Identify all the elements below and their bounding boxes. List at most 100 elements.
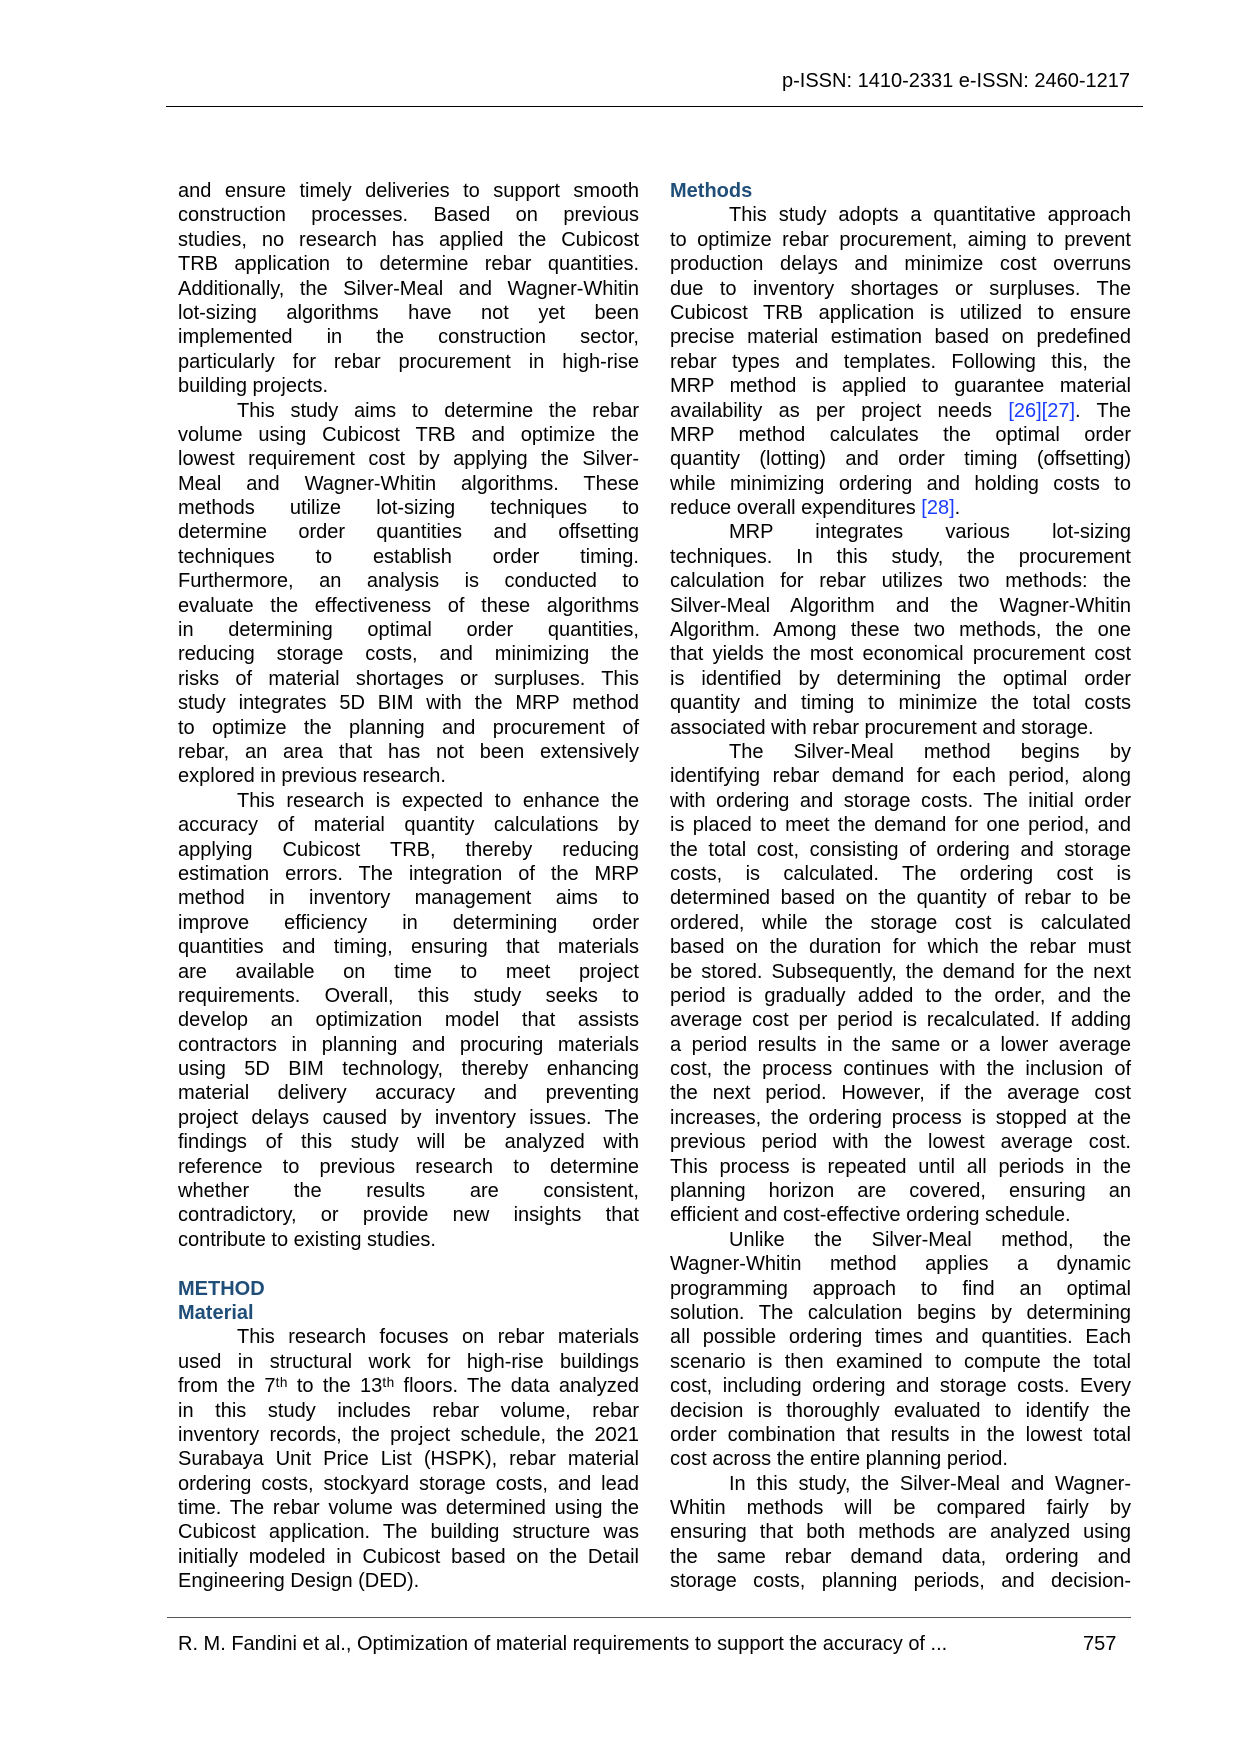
paragraph-line: Unlike the Silver-Meal method, the bbox=[729, 1228, 1131, 1251]
paragraph-line: the next period. However, if the average… bbox=[670, 1082, 1131, 1105]
paragraph-line: in this study includes rebar volume, reb… bbox=[178, 1399, 639, 1422]
paragraph-line: This research focuses on rebar materials bbox=[237, 1326, 639, 1349]
paragraph-line: explored in previous research. bbox=[178, 765, 446, 788]
paragraph-line: reference to previous research to determ… bbox=[178, 1155, 639, 1178]
paragraph-line: Meal and Wagner-Whitin algorithms. These bbox=[178, 472, 639, 495]
paragraph-line: building projects. bbox=[178, 375, 329, 398]
paragraph-line: This process is repeated until all perio… bbox=[670, 1155, 1131, 1178]
paragraph-line: efficient and cost-effective ordering sc… bbox=[670, 1204, 1071, 1227]
paragraph-line: used in structural work for high-rise bu… bbox=[178, 1350, 639, 1373]
section-heading: METHOD bbox=[178, 1277, 265, 1300]
paragraph-line: Wagner-Whitin method applies a dynamic bbox=[670, 1253, 1131, 1276]
paragraph-line: the total cost, consisting of ordering a… bbox=[670, 838, 1131, 861]
paragraph-line: improve efficiency in determining order bbox=[178, 911, 639, 934]
paragraph-line: This study aims to determine the rebar bbox=[237, 399, 639, 422]
paragraph-line: that yields the most economical procurem… bbox=[670, 643, 1131, 666]
paragraph-line: method in inventory management aims to bbox=[178, 887, 639, 910]
citation-link[interactable]: [26] bbox=[1008, 399, 1042, 422]
section-heading: Methods bbox=[670, 180, 753, 202]
paragraph-line: ensuring that both methods are analyzed … bbox=[670, 1521, 1131, 1544]
paragraph-line: findings of this study will be analyzed … bbox=[178, 1131, 639, 1154]
line-text: . The bbox=[1075, 399, 1131, 422]
paragraph-line: techniques to establish order timing. bbox=[178, 545, 639, 568]
line-text: availability as per project needs bbox=[670, 399, 1009, 422]
citation-link[interactable]: [28] bbox=[921, 497, 955, 520]
paragraph-line: and ensure timely deliveries to support … bbox=[178, 180, 639, 202]
paragraph-line: solution. The calculation begins by dete… bbox=[670, 1301, 1131, 1324]
paragraph-line: ordering costs, stockyard storage costs,… bbox=[178, 1472, 639, 1495]
paragraph-line: rebar types and templates. Following thi… bbox=[670, 350, 1131, 373]
paragraph-line: order combination that results in the lo… bbox=[670, 1423, 1131, 1446]
paragraph-line: construction processes. Based on previou… bbox=[178, 204, 639, 227]
paragraph-line: from the 7ᵗʰ to the 13ᵗʰ floors. The dat… bbox=[178, 1375, 639, 1398]
paragraph-line: MRP integrates various lot-sizing bbox=[729, 521, 1131, 544]
paragraph-line: is identified by determining the optimal… bbox=[670, 667, 1131, 690]
paragraph-line: previous period with the lowest average … bbox=[670, 1131, 1131, 1154]
journal-issn: p-ISSN: 1410-2331 e-ISSN: 2460-1217 bbox=[782, 70, 1130, 92]
paragraph-line: TRB application to determine rebar quant… bbox=[178, 253, 639, 276]
paragraph-line: planning horizon are covered, ensuring a… bbox=[670, 1180, 1131, 1203]
paragraph-line: Surabaya Unit Price List (HSPK), rebar m… bbox=[178, 1448, 639, 1471]
paragraph-line: This research is expected to enhance the bbox=[237, 789, 639, 812]
paragraph-line: methods utilize lot-sizing techniques to bbox=[178, 497, 639, 520]
paragraph-line: volume using Cubicost TRB and optimize t… bbox=[178, 423, 639, 446]
paragraph-line: associated with rebar procurement and st… bbox=[670, 716, 1094, 739]
paragraph-line: costs, is calculated. The ordering cost … bbox=[670, 862, 1131, 885]
paragraph-line: determine order quantities and offsettin… bbox=[178, 521, 639, 544]
paragraph-line: to optimize rebar procurement, aiming to… bbox=[670, 228, 1131, 251]
paragraph-line: using 5D BIM technology, thereby enhanci… bbox=[178, 1058, 639, 1081]
paragraph-line: programming approach to find an optimal bbox=[670, 1277, 1131, 1300]
paragraph-line: studies, no research has applied the Cub… bbox=[178, 228, 639, 251]
paragraph-line: techniques. In this study, the procureme… bbox=[670, 545, 1131, 568]
paragraph-line: Furthermore, an analysis is conducted to bbox=[178, 570, 639, 593]
paragraph-line: estimation errors. The integration of th… bbox=[178, 862, 639, 885]
paragraph-line: storage costs, planning periods, and dec… bbox=[670, 1570, 1131, 1593]
paragraph-line: precise material estimation based on pre… bbox=[670, 326, 1131, 349]
section-spacer bbox=[178, 1252, 639, 1276]
paragraph-line: study integrates 5D BIM with the MRP met… bbox=[178, 692, 639, 715]
paragraph-line: is placed to meet the demand for one per… bbox=[670, 814, 1131, 837]
paragraph-line: Silver-Meal Algorithm and the Wagner-Whi… bbox=[670, 594, 1131, 617]
citation-link[interactable]: [27] bbox=[1041, 399, 1076, 422]
line-text: reduce overall expenditures bbox=[670, 497, 922, 520]
paragraph-line: Engineering Design (DED). bbox=[178, 1570, 420, 1593]
paragraph-line: time. The rebar volume was determined us… bbox=[178, 1497, 639, 1520]
paragraph-line: Cubicost TRB application is utilized to … bbox=[670, 301, 1131, 324]
paragraph-line: period is gradually added to the order, … bbox=[670, 984, 1131, 1007]
paragraph-line: MRP method is applied to guarantee mater… bbox=[670, 375, 1131, 398]
paragraph-line: particularly for rebar procurement in hi… bbox=[178, 350, 639, 373]
paragraph-line: cost, the process continues with the inc… bbox=[670, 1058, 1131, 1081]
paragraph-line: develop an optimization model that assis… bbox=[178, 1009, 639, 1032]
paragraph-line: reducing storage costs, and minimizing t… bbox=[178, 643, 639, 666]
paragraph-line: identifying rebar demand for each period… bbox=[670, 765, 1131, 788]
left-column: and ensure timely deliveries to support … bbox=[178, 179, 639, 1594]
paragraph-line: quantity (lotting) and order timing (off… bbox=[670, 448, 1131, 471]
paragraph-line: Additionally, the Silver-Meal and Wagner… bbox=[178, 277, 639, 300]
paragraph-line: while minimizing ordering and holding co… bbox=[670, 472, 1131, 495]
footer-citation: R. M. Fandini et al., Optimization of ma… bbox=[178, 1633, 948, 1655]
paragraph-line: This study adopts a quantitative approac… bbox=[729, 204, 1131, 227]
paragraph-line: applying Cubicost TRB, thereby reducing bbox=[178, 838, 639, 861]
paragraph-line: contradictory, or provide new insights t… bbox=[178, 1204, 639, 1227]
paragraph-line: based on the duration for which the reba… bbox=[670, 936, 1131, 959]
header-rule bbox=[166, 106, 1143, 107]
paragraph-line: in determining optimal order quantities, bbox=[178, 619, 639, 642]
paragraph-line: production delays and minimize cost over… bbox=[670, 253, 1131, 276]
paragraph-line: cost across the entire planning period. bbox=[670, 1448, 1008, 1471]
paragraph-line: evaluate the effectiveness of these algo… bbox=[178, 594, 639, 617]
paragraph-line: In this study, the Silver-Meal and Wagne… bbox=[729, 1472, 1131, 1495]
paragraph-line: all possible ordering times and quantiti… bbox=[670, 1326, 1131, 1349]
paragraph-line: ordered, while the storage cost is calcu… bbox=[670, 911, 1131, 934]
paragraph-line: implemented in the construction sector, bbox=[178, 326, 639, 349]
paragraph-line: increases, the ordering process is stopp… bbox=[670, 1106, 1131, 1129]
paragraph-line: quantity and timing to minimize the tota… bbox=[670, 692, 1131, 715]
paragraph-line: contribute to existing studies. bbox=[178, 1228, 436, 1251]
footer-rule bbox=[167, 1617, 1131, 1618]
paragraph-line: to optimize the planning and procurement… bbox=[178, 716, 639, 739]
paragraph-line: average cost per period is recalculated.… bbox=[670, 1009, 1131, 1032]
paragraph-line: risks of material shortages or surpluses… bbox=[178, 667, 639, 690]
paragraph-line: reduce overall expenditures [28]. bbox=[670, 496, 1131, 520]
paragraph-line: availability as per project needs [26][2… bbox=[670, 399, 1131, 423]
paragraph-line: are available on time to meet project bbox=[178, 960, 639, 983]
